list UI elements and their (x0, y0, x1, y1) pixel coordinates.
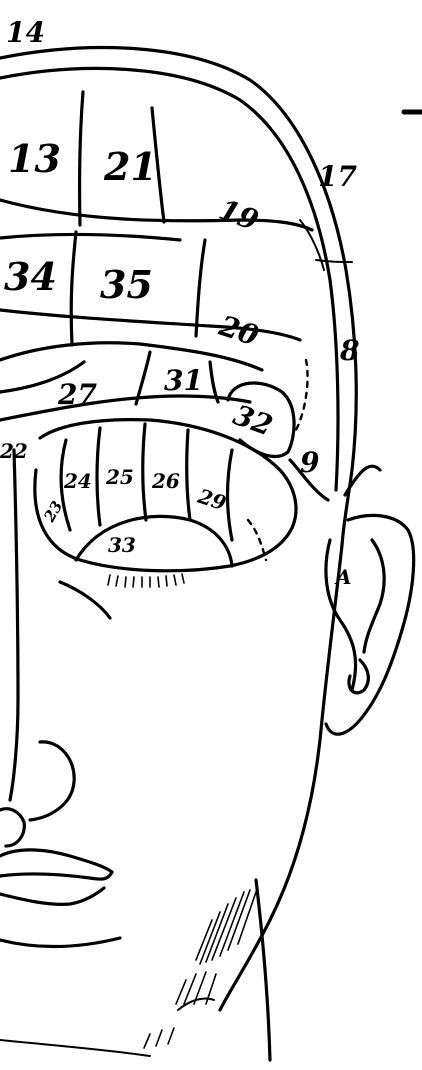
label-24: 24 (63, 469, 92, 493)
label-14: 14 (6, 16, 45, 49)
label-13: 13 (8, 136, 61, 181)
label-26: 26 (151, 469, 180, 493)
upper-forehead-grid (0, 92, 312, 345)
label-19: 19 (215, 193, 263, 237)
region-labels: 14 13 21 19 17 34 35 20 8 27 31 32 9 22 … (0, 16, 359, 589)
label-9: 9 (300, 446, 319, 479)
label-20: 20 (214, 309, 263, 353)
label-29: 29 (194, 484, 229, 516)
label-35: 35 (100, 262, 153, 307)
label-34: 34 (4, 254, 57, 299)
eye-orbit (35, 420, 296, 618)
label-31: 31 (164, 364, 203, 397)
label-ear-a: A (334, 565, 352, 589)
nose-and-mouth (0, 450, 120, 947)
label-22: 22 (0, 439, 28, 463)
label-8: 8 (339, 334, 359, 367)
label-17: 17 (318, 160, 357, 193)
label-32: 32 (229, 398, 277, 442)
head-outline (0, 48, 356, 1060)
label-25: 25 (105, 465, 134, 489)
label-33: 33 (108, 533, 136, 557)
label-27: 27 (57, 378, 97, 411)
ear (326, 466, 414, 734)
neck-shading (144, 890, 256, 1048)
label-21: 21 (103, 144, 157, 189)
